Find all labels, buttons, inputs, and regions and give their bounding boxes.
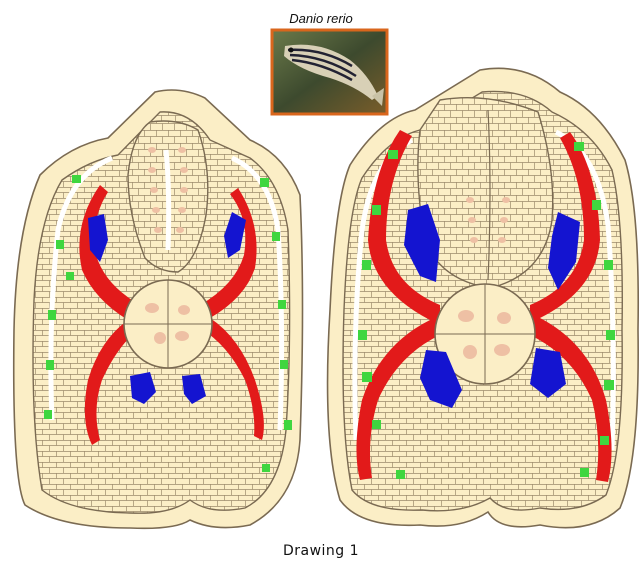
figure-caption: Drawing 1 [0, 543, 642, 559]
left-section [14, 90, 303, 528]
zebrafish-photo [272, 30, 387, 114]
right-section [328, 68, 639, 527]
